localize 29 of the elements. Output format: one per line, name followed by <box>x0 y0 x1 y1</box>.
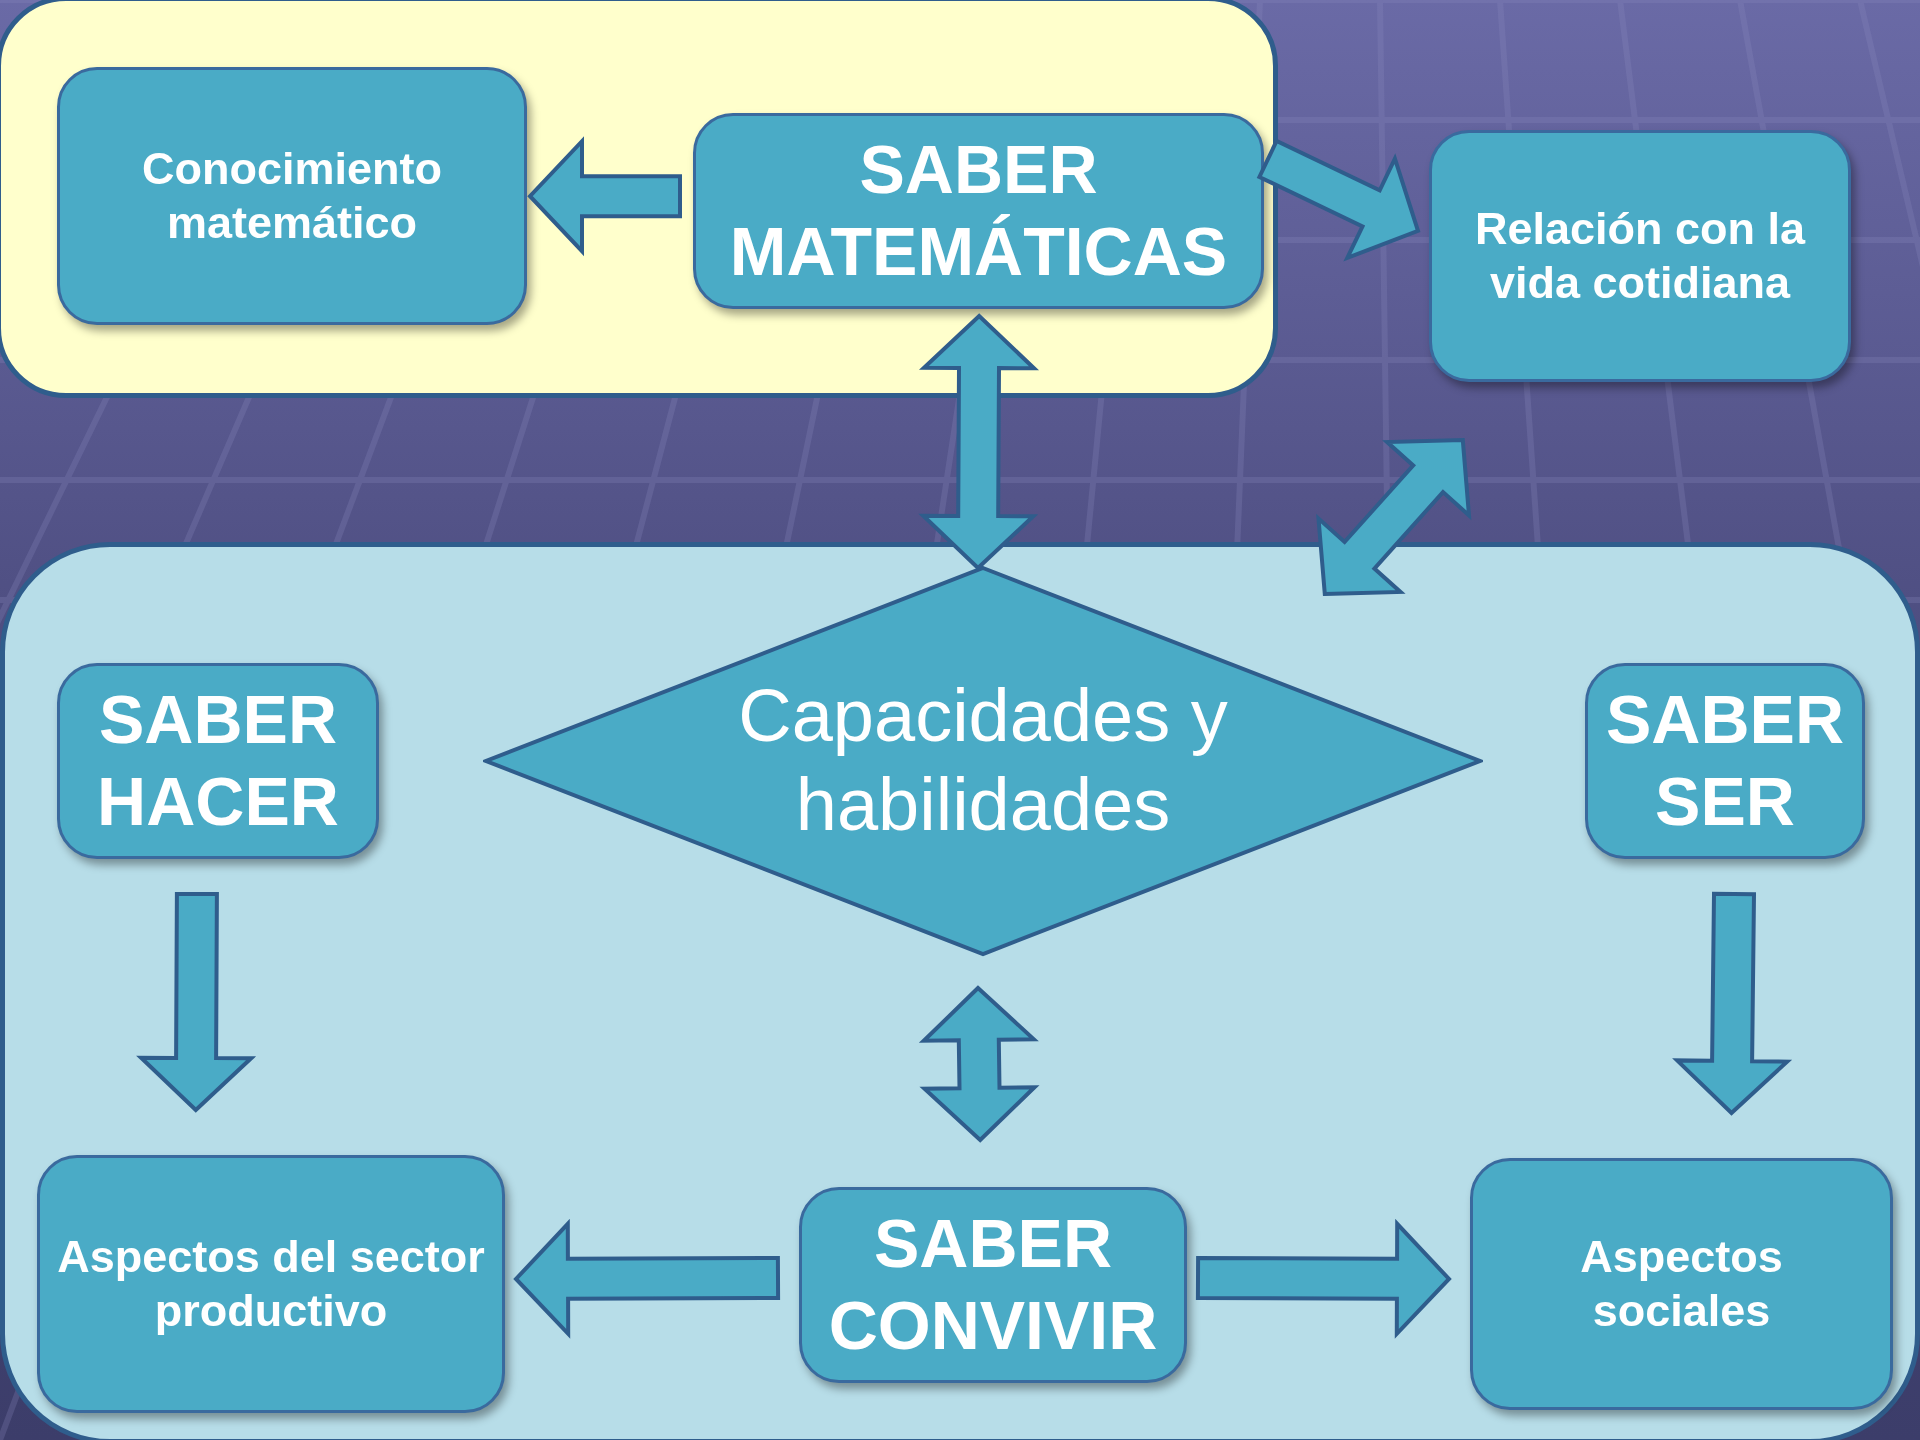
node-text: SABER MATEMÁTICAS <box>728 130 1229 291</box>
process-box <box>799 1187 1187 1383</box>
block-arrow <box>513 1218 781 1339</box>
process-box <box>1429 130 1851 382</box>
block-arrow <box>527 136 682 257</box>
process-box <box>693 113 1264 309</box>
panel-background <box>0 542 1920 1440</box>
decision-diamond <box>483 565 1483 957</box>
node-text: Relación con la vida cotidiana <box>1473 202 1807 310</box>
process-box <box>57 663 379 859</box>
node-text: Capacidades y habilidades <box>737 673 1229 848</box>
process-box <box>1470 1158 1893 1410</box>
panel-background <box>0 0 1278 398</box>
process-box <box>57 67 527 325</box>
block-arrow <box>1316 437 1472 597</box>
node-text: SABER SER <box>1604 680 1845 841</box>
node-text: SABER HACER <box>96 680 340 841</box>
process-box <box>1585 663 1865 859</box>
block-arrow <box>1195 1218 1452 1339</box>
block-arrow <box>918 313 1040 571</box>
node-text: SABER CONVIVIR <box>827 1204 1159 1365</box>
node-text: Aspectos del sector productivo <box>56 1230 486 1338</box>
node-text: Conocimiento matemático <box>141 142 443 250</box>
process-box <box>37 1155 505 1413</box>
block-arrow <box>918 985 1040 1143</box>
block-arrow <box>1672 891 1793 1116</box>
node-text: Aspectos sociales <box>1579 1230 1784 1338</box>
block-arrow <box>1256 138 1421 262</box>
block-arrow <box>136 891 257 1113</box>
